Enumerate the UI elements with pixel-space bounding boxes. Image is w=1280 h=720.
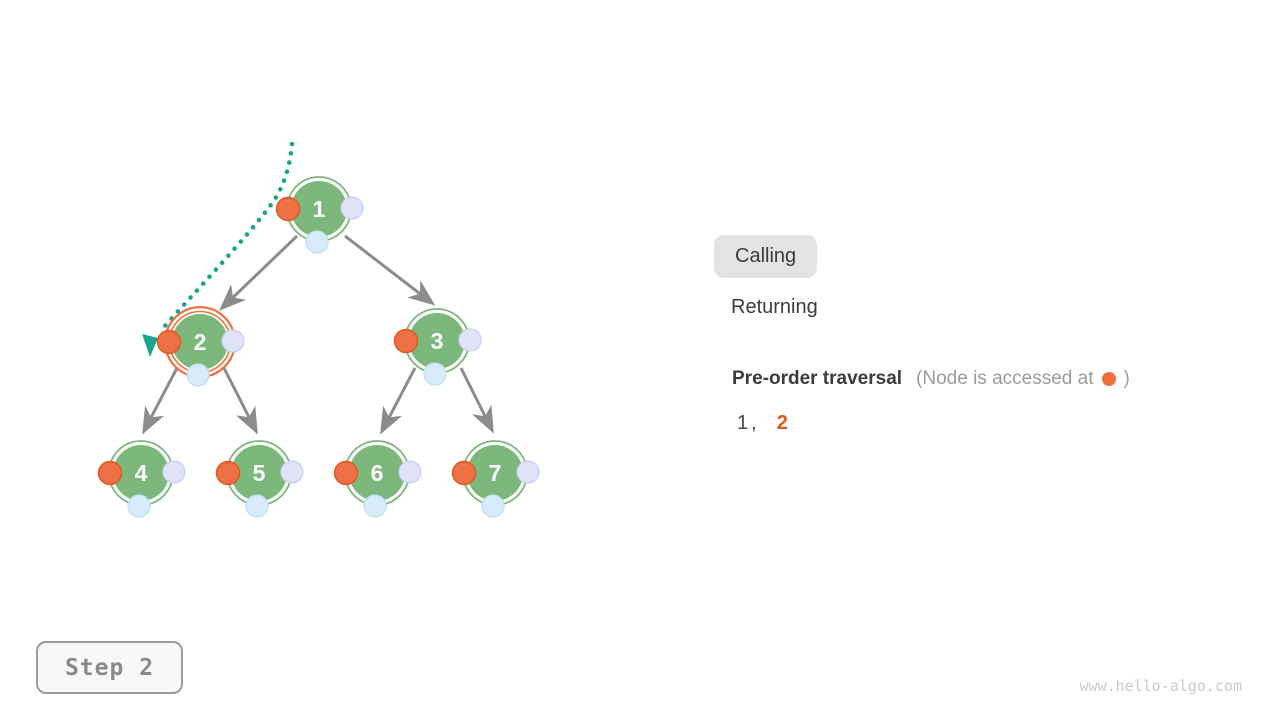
tree-node-5: 5 — [215, 440, 304, 518]
preorder-dot-icon — [393, 328, 419, 354]
inorder-dot-icon — [127, 494, 151, 518]
tree-node-4: 4 — [97, 440, 186, 518]
watermark: www.hello-algo.com — [1079, 677, 1242, 695]
tree-node-2-current: 2 — [156, 306, 245, 387]
node-circle — [172, 314, 228, 370]
preorder-dot-icon — [451, 460, 477, 486]
node-label: 1 — [313, 196, 326, 222]
edge-2-4 — [142, 367, 179, 435]
traversal-note: (Node is accessed at — [916, 368, 1094, 389]
traversal-title: Pre-order traversal — [732, 368, 903, 389]
tree-node-7: 7 — [451, 440, 540, 518]
node-label: 5 — [253, 460, 266, 486]
node-label: 7 — [489, 460, 502, 486]
node-circle — [231, 445, 287, 501]
preorder-dot-icon — [97, 460, 123, 486]
postorder-dot-icon — [280, 460, 304, 484]
traversal-path — [161, 141, 295, 330]
traversal-note-close: ) — [1123, 368, 1130, 389]
edge-2-5 — [222, 367, 258, 435]
edge-3-7 — [459, 367, 494, 434]
postorder-dot-icon — [458, 328, 482, 352]
node-circle — [349, 445, 405, 501]
binary-tree-diagram: 1 2 3 4 — [97, 141, 540, 518]
legend-calling-badge[interactable]: Calling — [714, 235, 818, 278]
sequence-item-current: 2 — [776, 412, 788, 434]
postorder-dot-icon — [162, 460, 186, 484]
access-dot-icon — [1102, 372, 1117, 386]
node-circle — [113, 445, 169, 501]
preorder-dot-icon — [156, 329, 182, 355]
inorder-dot-icon — [423, 362, 447, 386]
node-label: 6 — [371, 460, 384, 486]
inorder-dot-icon — [481, 494, 505, 518]
postorder-dot-icon — [340, 196, 364, 220]
node-label: 2 — [194, 329, 207, 355]
tree-node-6: 6 — [333, 440, 422, 518]
step-label: Step 2 — [64, 654, 155, 681]
edge-1-2 — [219, 234, 299, 311]
inorder-dot-icon — [305, 230, 329, 254]
preorder-dot-icon — [333, 460, 359, 486]
postorder-dot-icon — [221, 329, 245, 353]
legend-returning-label[interactable]: Returning — [731, 296, 818, 318]
edge-1-3 — [344, 234, 436, 306]
inorder-dot-icon — [363, 494, 387, 518]
inorder-dot-icon — [186, 363, 210, 387]
step-indicator: Step 2 — [36, 641, 183, 694]
node-circle — [467, 445, 523, 501]
traversal-path-arrowhead-icon — [142, 334, 158, 357]
postorder-dot-icon — [516, 460, 540, 484]
sequence-separator: , — [751, 412, 757, 434]
traversal-sequence: 1,2 — [737, 412, 788, 435]
traversal-caption: Pre-order traversal (Node is accessed at) — [732, 368, 1130, 390]
tree-node-1: 1 — [275, 176, 364, 254]
postorder-dot-icon — [398, 460, 422, 484]
sequence-item-visited: 1 — [737, 412, 749, 434]
preorder-dot-icon — [275, 196, 301, 222]
tree-edges — [142, 234, 494, 435]
node-circle — [291, 181, 347, 237]
inorder-dot-icon — [245, 494, 269, 518]
node-label: 4 — [135, 460, 148, 486]
edge-3-6 — [380, 367, 417, 435]
node-label: 3 — [431, 328, 444, 354]
preorder-dot-icon — [215, 460, 241, 486]
tree-node-3: 3 — [393, 308, 482, 386]
node-circle — [409, 313, 465, 369]
